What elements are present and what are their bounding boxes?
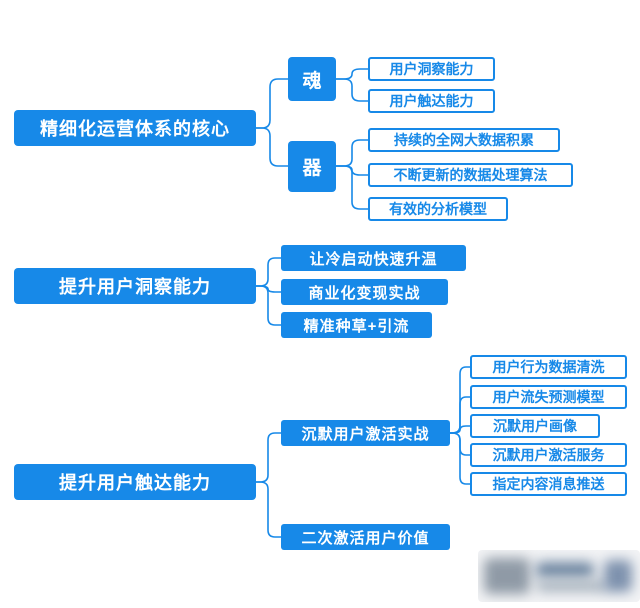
branch1-leaf-analysis-model: 有效的分析模型	[368, 197, 508, 221]
branch1-leaf-big-data: 持续的全网大数据积累	[368, 128, 560, 152]
branch1-tool-node: 器	[288, 141, 336, 192]
branch1-leaf-user-reach: 用户触达能力	[368, 89, 495, 113]
branch1-leaf-data-algorithm: 不断更新的数据处理算法	[368, 163, 573, 187]
branch2-child-seeding-traffic: 精准种草+引流	[281, 312, 432, 338]
watermark-blob	[536, 580, 608, 592]
branch3-leaf-activation-service: 沉默用户激活服务	[470, 443, 627, 467]
branch1-soul-node: 魂	[288, 57, 336, 101]
branch3-leaf-churn-model: 用户流失预测模型	[470, 385, 627, 409]
branch3-leaf-data-cleaning: 用户行为数据清洗	[470, 355, 627, 379]
watermark-blob	[484, 558, 530, 594]
branch3-child-reactivation-value: 二次激活用户价值	[281, 524, 450, 550]
branch1-root-node: 精细化运营体系的核心	[14, 110, 256, 146]
branch3-leaf-silent-profile: 沉默用户画像	[470, 414, 600, 438]
branch1-leaf-user-insight: 用户洞察能力	[368, 57, 495, 81]
watermark-blur	[478, 550, 640, 602]
branch3-root-node: 提升用户触达能力	[14, 464, 256, 500]
branch2-child-cold-start: 让冷启动快速升温	[281, 245, 466, 271]
branch3-child-silent-activation: 沉默用户激活实战	[281, 420, 450, 446]
watermark-blob	[536, 562, 594, 578]
watermark-blob	[604, 560, 632, 592]
branch2-child-monetization: 商业化变现实战	[281, 279, 448, 305]
branch3-leaf-message-push: 指定内容消息推送	[470, 472, 627, 496]
branch2-root-node: 提升用户洞察能力	[14, 268, 256, 304]
